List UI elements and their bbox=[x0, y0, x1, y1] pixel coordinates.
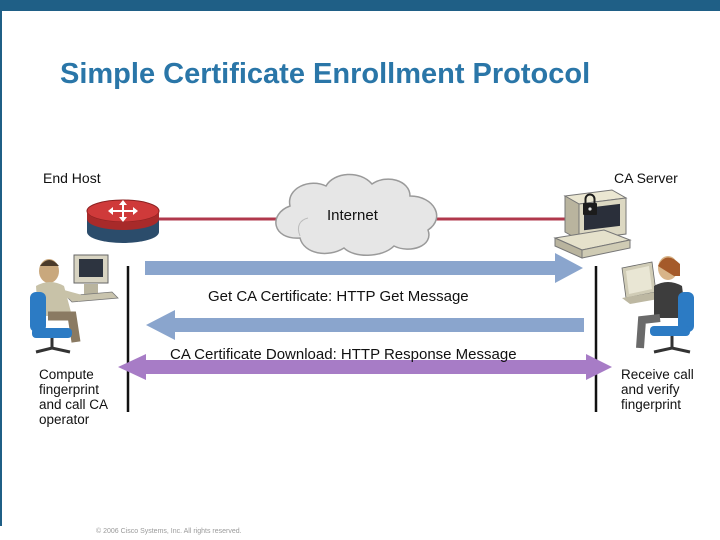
ca-server-description: Receive call and verify fingerprint bbox=[621, 367, 694, 412]
ca-cert-download-arrow bbox=[146, 310, 584, 340]
slide-title: Simple Certificate Enrollment Protocol bbox=[60, 58, 591, 90]
ca-server-label: CA Server bbox=[614, 170, 678, 186]
get-ca-cert-arrow bbox=[145, 253, 583, 283]
internet-label: Internet bbox=[327, 207, 378, 224]
end-host-description: Compute fingerprint and call CA operator bbox=[39, 367, 108, 427]
copyright-footer: © 2006 Cisco Systems, Inc. All rights re… bbox=[96, 528, 242, 535]
end-host-description-line: operator bbox=[39, 412, 90, 427]
get-ca-cert-message: Get CA Certificate: HTTP Get Message bbox=[208, 288, 469, 305]
left-border bbox=[0, 11, 2, 526]
router-icon bbox=[86, 199, 160, 243]
ca-cert-download-message: CA Certificate Download: HTTP Response M… bbox=[170, 346, 517, 363]
ca-server-description-line: and verify bbox=[621, 382, 680, 397]
fingerprint-verify-arrow bbox=[118, 354, 612, 380]
end-host-description-line: and call CA bbox=[39, 397, 109, 412]
end-host-description-line: Compute bbox=[39, 367, 94, 382]
ca-server-description-line: Receive call bbox=[621, 367, 694, 382]
person-at-computer-icon bbox=[30, 254, 119, 354]
end-host-description-line: fingerprint bbox=[39, 382, 100, 397]
person-on-phone-icon bbox=[621, 256, 694, 354]
cloud-icon bbox=[275, 173, 438, 256]
server-icon bbox=[553, 189, 632, 259]
end-host-label: End Host bbox=[43, 170, 101, 186]
ca-server-description-line: fingerprint bbox=[621, 397, 682, 412]
lock-icon bbox=[583, 193, 597, 215]
header-bar bbox=[0, 0, 720, 11]
